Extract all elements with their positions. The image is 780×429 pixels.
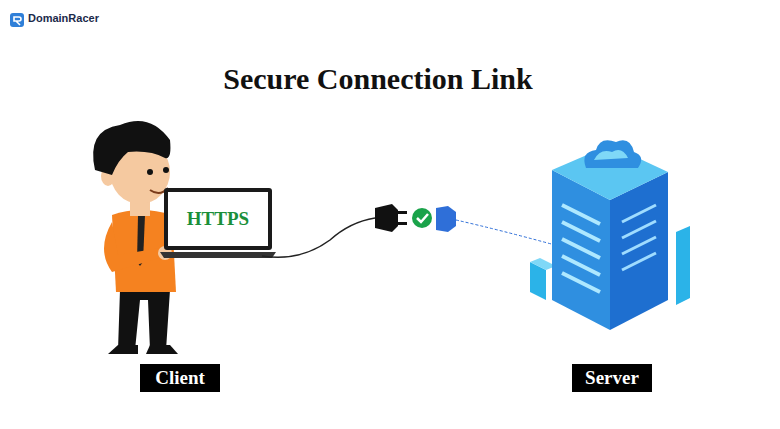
node-text: Server xyxy=(585,367,639,389)
client-label: Client xyxy=(140,364,220,392)
logo-icon xyxy=(10,13,24,27)
title: Secure Connection Link xyxy=(0,62,756,96)
connection-plug xyxy=(262,204,555,257)
node-text: HTTPS xyxy=(187,208,249,230)
server-label: Server xyxy=(572,364,652,392)
laptop-screen: HTTPS xyxy=(170,194,266,244)
brand-label: DomainRacer xyxy=(28,12,99,24)
laptop xyxy=(160,188,276,258)
node-text: Client xyxy=(155,367,205,389)
server-figure xyxy=(530,140,690,330)
